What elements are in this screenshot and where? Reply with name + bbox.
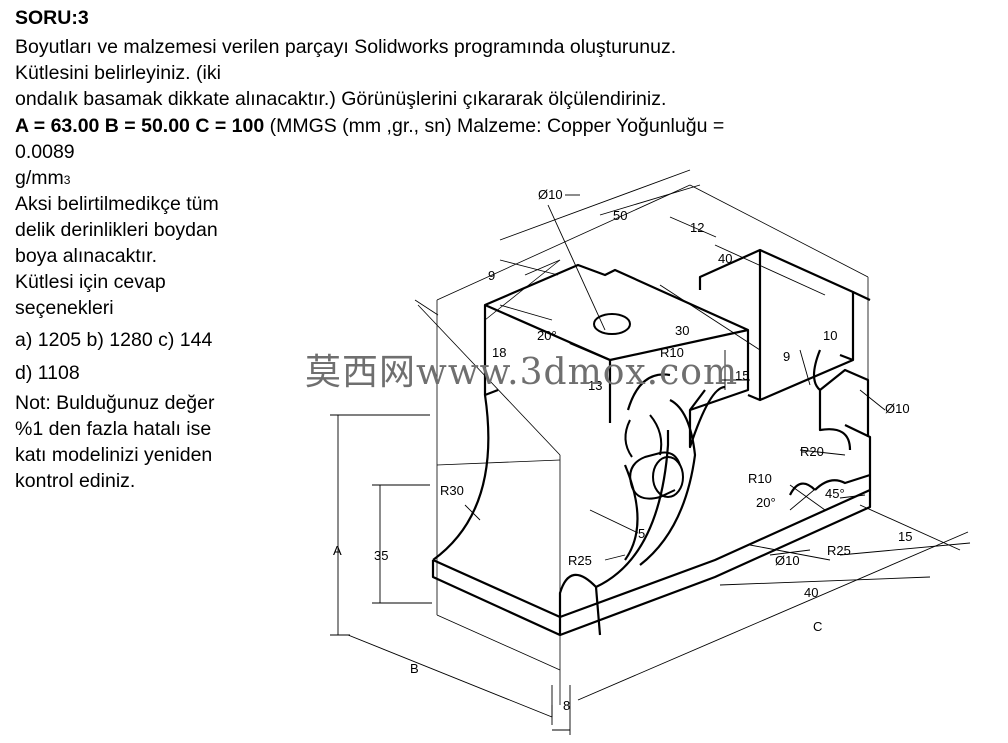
question-density: 0.0089 <box>15 141 75 163</box>
params-material: (MMGS (mm ,gr., sn) Malzeme: Copper Yoğu… <box>264 115 725 137</box>
dim-r25-left: R25 <box>568 553 592 568</box>
warning-line-2: %1 den fazla hatalı ise <box>15 418 212 440</box>
dim-b: B <box>410 661 419 676</box>
dim-13: 13 <box>588 378 602 393</box>
warning-line-4: kontrol ediniz. <box>15 470 136 492</box>
dim-r10-low: R10 <box>748 471 772 486</box>
dim-8: 8 <box>563 698 570 713</box>
dim-20deg-left: 20° <box>537 328 557 343</box>
note-line-3: boya alınacaktır. <box>15 245 158 267</box>
question-title: SORU:3 <box>15 7 89 29</box>
dim-c: C <box>813 619 822 634</box>
dim-30: 30 <box>675 323 689 338</box>
note-line-2: delik derinlikleri boydan <box>15 219 218 241</box>
dim-10-right: 10 <box>823 328 837 343</box>
dimension-labels: Ø10 50 12 40 9 20° 30 10 R10 18 13 9 15 … <box>333 187 912 713</box>
dim-5: 5 <box>638 526 645 541</box>
dim-40-top: 40 <box>718 251 732 266</box>
answer-options-2: d) 1108 <box>15 362 80 384</box>
answer-options-1: a) 1205 b) 1280 c) 144 <box>15 329 213 351</box>
params-values: A = 63.00 B = 50.00 C = 100 <box>15 115 265 137</box>
note-line-1: Aksi belirtilmedikçe tüm <box>15 193 219 215</box>
question-line-2: Kütlesini belirleyiniz. (iki <box>15 62 221 84</box>
dim-d10-right: Ø10 <box>885 401 910 416</box>
part-outline <box>431 248 872 637</box>
dim-d10-top: Ø10 <box>538 187 563 202</box>
boss-and-hole <box>593 313 684 500</box>
dim-r20: R20 <box>800 444 824 459</box>
dim-9-left: 9 <box>488 268 495 283</box>
dim-40-bottom: 40 <box>804 585 818 600</box>
watermark-text: 莫西网www.3dmox.com <box>305 352 739 393</box>
warning-line-1: Not: Bulduğunuz değer <box>15 392 215 414</box>
unit-exponent: 3 <box>63 173 71 187</box>
note-line-5: seçenekleri <box>15 297 114 319</box>
dim-50: 50 <box>613 208 627 223</box>
dim-d10-low: Ø10 <box>775 553 800 568</box>
dim-r25-right: R25 <box>827 543 851 558</box>
dim-18: 18 <box>492 345 506 360</box>
dim-a: A <box>333 543 342 558</box>
unit-base: g/mm <box>15 167 64 189</box>
dim-9-right: 9 <box>783 349 790 364</box>
dim-15-right: 15 <box>898 529 912 544</box>
dim-45deg: 45° <box>825 486 845 501</box>
dim-20deg-low: 20° <box>756 495 776 510</box>
dim-35: 35 <box>374 548 388 563</box>
question-params: A = 63.00 B = 50.00 C = 100 (MMGS (mm ,g… <box>15 115 724 137</box>
dim-r10-top: R10 <box>660 345 684 360</box>
question-unit: g/mm3 <box>15 167 70 191</box>
dim-12: 12 <box>690 220 704 235</box>
dim-r30: R30 <box>440 483 464 498</box>
question-line-1: Boyutları ve malzemesi verilen parçayı S… <box>15 36 677 58</box>
dim-15-mid: 15 <box>735 368 749 383</box>
dimension-lines <box>330 169 971 735</box>
warning-line-3: katı modelinizi yeniden <box>15 444 213 466</box>
isometric-part-drawing: Ø10 50 12 40 9 20° 30 10 R10 18 13 9 15 … <box>330 169 971 735</box>
question-line-3: ondalık basamak dikkate alınacaktır.) Gö… <box>15 88 667 110</box>
note-line-4: Kütlesi için cevap <box>15 271 166 293</box>
